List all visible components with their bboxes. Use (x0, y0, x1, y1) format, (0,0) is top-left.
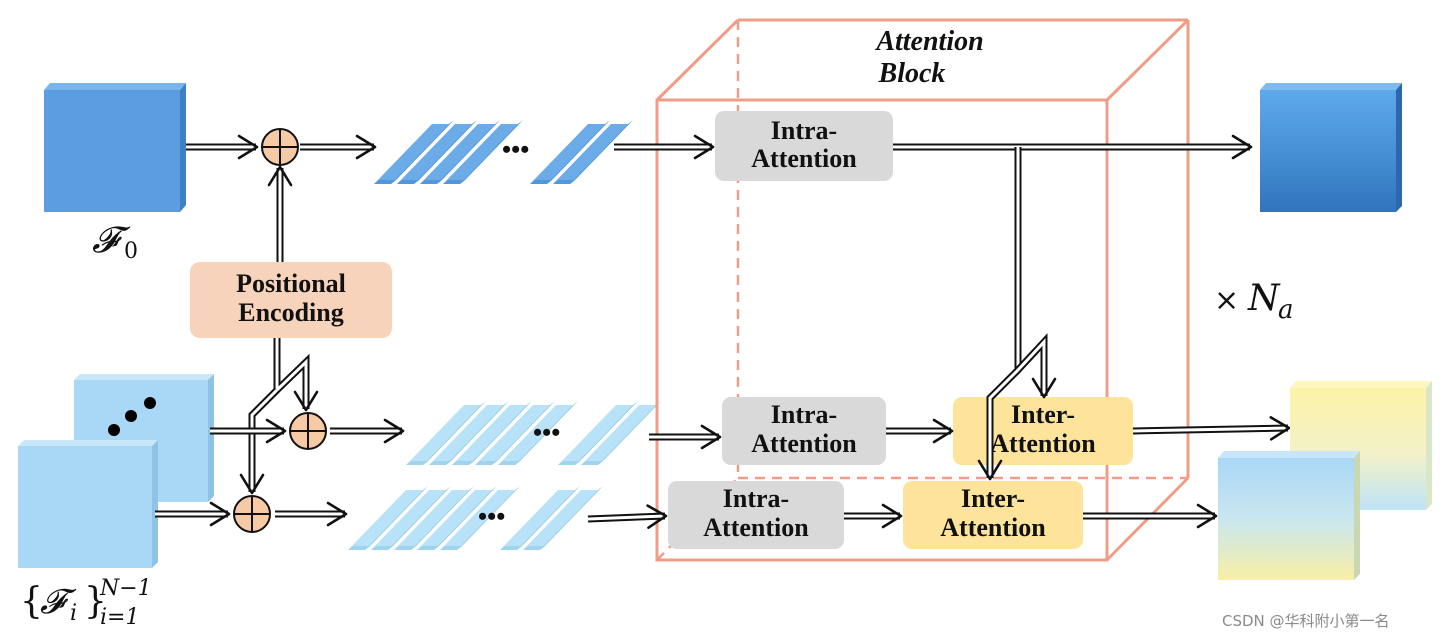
token-bot-end-1 (523, 486, 603, 550)
arrow-intra-mid-to-inter-mid (886, 418, 954, 444)
token-ellipsis-top: ••• (502, 135, 529, 164)
arrow-intra-top-to-output (893, 134, 1253, 160)
arrow-inter-mid-to-output (1132, 416, 1291, 441)
attention-block-frame (655, 18, 1190, 562)
token-bot-2 (394, 486, 474, 550)
svg-text:Attention: Attention (703, 513, 809, 542)
arrow-pe-to-add-bottom (239, 387, 280, 495)
svg-text:×: × (1214, 283, 1239, 318)
arrow-top-to-inter-bottom (977, 147, 1022, 481)
arrow-inter-bot-to-output (1083, 503, 1218, 529)
output-cube-top (1260, 83, 1402, 212)
flow-arrows (155, 134, 1291, 529)
token-mid-3 (475, 401, 555, 465)
fi-open-brace: { (20, 581, 43, 622)
inter-attention-bottom: Inter- Attention (903, 481, 1083, 549)
svg-text:Attention: Attention (940, 513, 1046, 542)
token-top-3 (443, 120, 523, 184)
token-mid-4 (498, 401, 578, 465)
attention-block-title: Attention Block (874, 26, 983, 89)
intra-attention-top: Intra- Attention (715, 111, 893, 181)
token-bot-3 (417, 486, 497, 550)
arrow-f0-to-add (186, 134, 259, 160)
svg-text:Attention: Attention (990, 429, 1096, 458)
fi-superscript: N−1 (99, 576, 152, 601)
arrow-fi-back-to-add (210, 418, 287, 444)
token-bot-0 (348, 486, 428, 550)
token-top-2 (420, 120, 500, 184)
token-mid-0 (406, 401, 486, 465)
token-top-end-1 (553, 120, 633, 184)
token-mid-end-0 (558, 401, 638, 465)
token-bot-4 (440, 486, 520, 550)
token-bot-1 (371, 486, 451, 550)
svg-text:N: N (1247, 278, 1281, 319)
svg-text:Inter-: Inter- (1011, 400, 1075, 429)
arrow-tokens-to-intra-bot (587, 504, 668, 529)
arrow-tokens-to-intra-top (614, 134, 715, 160)
arrow-top-to-inter-middle (1015, 333, 1057, 399)
positional-encoding-line1: Positional (236, 269, 346, 298)
svg-text:Inter-: Inter- (961, 484, 1025, 513)
token-ellipsis-middle: ••• (533, 418, 560, 447)
arrow-add-to-tokens-bot (275, 501, 348, 527)
intra-attention-bottom: Intra- Attention (668, 481, 844, 549)
arrow-pe-to-add-middle (273, 338, 319, 412)
svg-text:Intra-: Intra- (723, 484, 789, 513)
svg-text:a: a (1278, 295, 1294, 325)
attention-block-title-line1: Attention (874, 26, 983, 57)
token-mid-1 (429, 401, 509, 465)
positional-encoding-box: Positional Encoding (190, 262, 392, 338)
intra-attention-middle: Intra- Attention (722, 397, 886, 465)
arrow-add-to-tokens-top (300, 134, 377, 160)
f0-label: 𝓕 0 (92, 220, 138, 264)
token-mid-2 (452, 401, 532, 465)
arrow-fi-front-to-add (155, 501, 231, 527)
svg-text:Attention: Attention (751, 429, 857, 458)
fi-close-brace: } (84, 581, 107, 622)
fi-label: { 𝓕 i } N−1 i=1 (20, 576, 152, 630)
svg-text:Intra-: Intra- (771, 400, 837, 429)
f0-input-cube (44, 83, 186, 212)
token-bot-end-0 (500, 486, 580, 550)
arrow-tokens-to-intra-mid (649, 424, 722, 450)
add-node-top (261, 128, 299, 166)
token-top-1 (397, 120, 477, 184)
token-top-end-0 (530, 120, 610, 184)
token-mid-end-1 (581, 401, 661, 465)
token-strips (348, 120, 661, 550)
arrow-add-to-tokens-mid (330, 418, 405, 444)
positional-encoding-line2: Encoding (238, 298, 344, 327)
repeat-count-label: × N a (1214, 278, 1294, 325)
attention-block-title-line2: Block (878, 58, 946, 89)
f0-subscript: 0 (124, 239, 138, 264)
token-top-0 (374, 120, 454, 184)
token-ellipsis-bottom: ••• (478, 502, 505, 531)
arrow-pe-to-add-top (267, 165, 293, 262)
svg-text:Intra-: Intra- (771, 116, 837, 145)
add-node-bottom (233, 495, 271, 533)
inter-attention-middle: Inter- Attention (953, 397, 1133, 465)
output-cube-bottom (1218, 451, 1360, 580)
fi-subscript: i=1 (100, 605, 139, 630)
add-node-middle (289, 412, 327, 450)
svg-text:Attention: Attention (751, 144, 857, 173)
watermark: CSDN @华科附小第一名 (1222, 612, 1390, 630)
arrow-intra-bot-to-inter-bot (844, 503, 903, 529)
fi-front-cube (18, 440, 158, 568)
fi-sub-i: i (70, 601, 77, 626)
